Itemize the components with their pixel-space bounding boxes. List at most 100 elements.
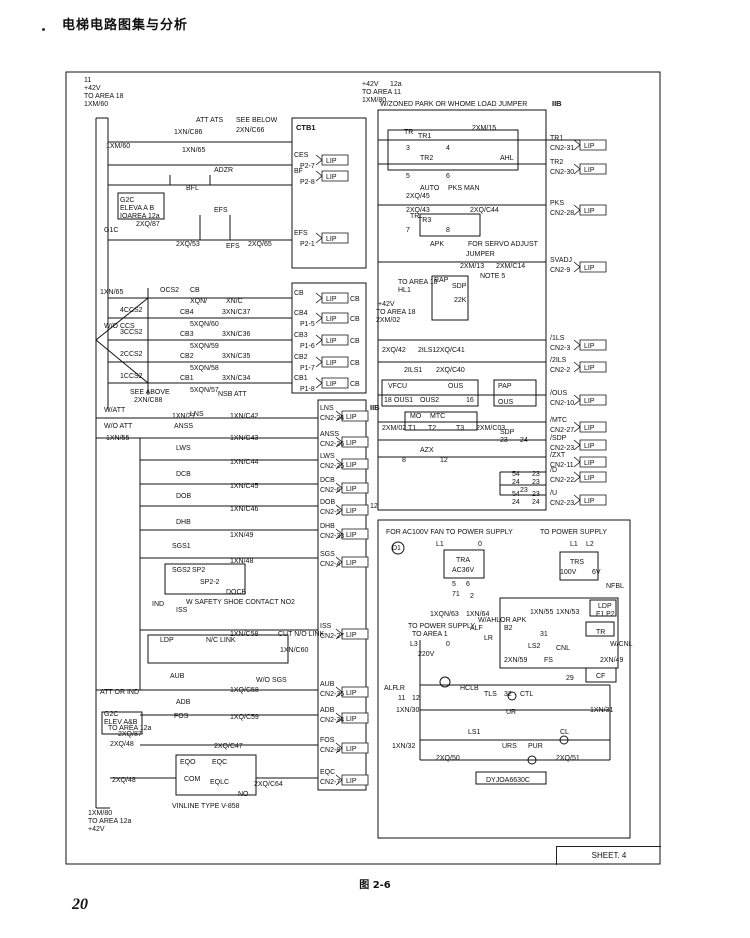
right-label: 2XQ/C40: [436, 367, 465, 374]
power-label: 100V: [560, 569, 577, 576]
power-label: 32: [504, 691, 512, 698]
power-label: 2XN/59: [504, 657, 527, 664]
power-box: [377, 519, 631, 839]
left-label: DOB: [176, 493, 192, 500]
left-label: ELEVA A B: [120, 205, 154, 212]
right-label: 2XM/13: [460, 263, 484, 270]
right-row-left: /SDP: [550, 435, 567, 442]
power-label: 1XN/31: [590, 707, 613, 714]
left-label: 1XN/C58: [230, 631, 259, 638]
right-label: TR3: [418, 217, 431, 224]
left-label: 1XN/55: [106, 435, 129, 442]
left-label: XN/C: [226, 298, 243, 305]
left-label: ELEV A&B: [104, 719, 138, 726]
ctb-row-right: CB: [350, 316, 360, 323]
right-lip-tag: [573, 261, 607, 273]
iib-left-lip-tag: [335, 774, 369, 786]
left-bottom-supply-label: TO AREA 12a: [88, 818, 132, 825]
right-label: 24: [532, 499, 540, 506]
iib-left-row-left: SGS: [320, 551, 335, 558]
right-label: RAP: [434, 277, 449, 284]
left-label: SEE ABOVE: [130, 389, 170, 396]
ctb-row-left: CB3: [294, 332, 308, 339]
power-label: CL: [560, 729, 569, 736]
iib-left-title: IIB: [370, 403, 380, 412]
iib-left-row-left: EQC: [320, 769, 335, 776]
right-lip-tag: [573, 394, 607, 406]
left-label: ADB: [176, 699, 191, 706]
left-label: W/O SGS: [256, 677, 287, 684]
left-label: 2XQ/C47: [214, 743, 243, 750]
left-label: 4CCS2: [120, 307, 143, 314]
power-label: HCLB: [460, 685, 479, 692]
right-row-left: /MTC: [550, 417, 567, 424]
power-label: 6V: [592, 569, 601, 576]
iib-left-lip-tag: [335, 556, 369, 568]
power-label: LDP: [598, 603, 612, 610]
right-label: 23: [520, 487, 528, 494]
power-label: 1XN/30: [396, 707, 419, 714]
right-label: 18: [384, 397, 392, 404]
figure-caption: 图 2-6: [359, 880, 391, 891]
iib-left-bus-number: 12: [370, 503, 378, 510]
right-lip-tag-text: LIP: [584, 343, 595, 350]
right-label: PKS MAN: [448, 185, 480, 192]
right-label: 3: [406, 145, 410, 152]
power-label: 1XQN/63: [430, 611, 459, 618]
left-label: 2XQ/48: [110, 741, 134, 748]
left-label: 1XN/C42: [230, 413, 259, 420]
power-label: F1 P2: [596, 611, 615, 618]
right-lip-tag-text: LIP: [584, 443, 595, 450]
iib-left-lip-tag: [335, 628, 369, 640]
iib-left-row-left: FOS: [320, 737, 335, 744]
right-label: SDP: [500, 429, 515, 436]
power-label: DYJOA6630C: [486, 777, 530, 784]
right-lip-tag: [573, 439, 607, 451]
left-label: OCS2: [160, 287, 179, 294]
power-label: D1: [392, 545, 401, 552]
left-label: 1XN/27: [172, 413, 195, 420]
left-label: CB: [190, 287, 200, 294]
right-lip-tag-text: LIP: [584, 208, 595, 215]
right-row-left: PKS: [550, 200, 564, 207]
right-supply-label: 1XM/80: [362, 97, 386, 104]
iib-left-row-left: DCB: [320, 477, 335, 484]
right-label: MO: [410, 413, 422, 420]
left-label: ANSS: [174, 423, 193, 430]
left-label: ATT ATS: [196, 117, 224, 124]
right-label: TR1: [418, 133, 431, 140]
iib-left-row-left: LWS: [320, 453, 335, 460]
right-label: 54: [512, 491, 520, 498]
power-label: ALF: [384, 685, 397, 692]
iib-left-lip-tag: [335, 410, 369, 422]
left-label: W/O ATT: [104, 423, 133, 430]
power-label: PUR: [528, 743, 543, 750]
right-label: 5: [406, 173, 410, 180]
ctb-lip-tag-text: LIP: [326, 316, 337, 323]
power-label: 31: [540, 631, 548, 638]
iib-left-row-pin: CN2-25: [320, 463, 344, 470]
ctb-row-pin: P2-7: [300, 163, 315, 170]
right-row-pin: CN2-27: [550, 427, 574, 434]
left-label: NO: [238, 791, 249, 798]
right-label: 22K: [454, 297, 467, 304]
left-label: G1C: [104, 227, 118, 234]
ctb-row-pin: P1-8: [300, 386, 315, 393]
power-label: 11: [398, 695, 405, 702]
power-label: L1: [570, 541, 578, 548]
right-label: 2XQ/C44: [470, 207, 499, 214]
ctb-lip-tag: [315, 312, 349, 324]
ctb-lip-tag: [315, 232, 349, 244]
right-row-left: /D: [550, 467, 557, 474]
left-label: 1XN/C44: [230, 459, 259, 466]
right-label: 2XM/C14: [496, 263, 525, 270]
left-label: 1XN/49: [230, 532, 253, 539]
right-label: 2XQ/42: [382, 347, 406, 354]
right-label: 2XQ/45: [406, 193, 430, 200]
left-label: LWS: [176, 445, 191, 452]
right-label: 2ILS1: [404, 367, 422, 374]
left-label: 5XQN/58: [190, 365, 219, 372]
right-lip-tag: [573, 339, 607, 351]
right-label: MTC: [430, 413, 445, 420]
right-row-pin: CN2-9: [550, 267, 570, 274]
